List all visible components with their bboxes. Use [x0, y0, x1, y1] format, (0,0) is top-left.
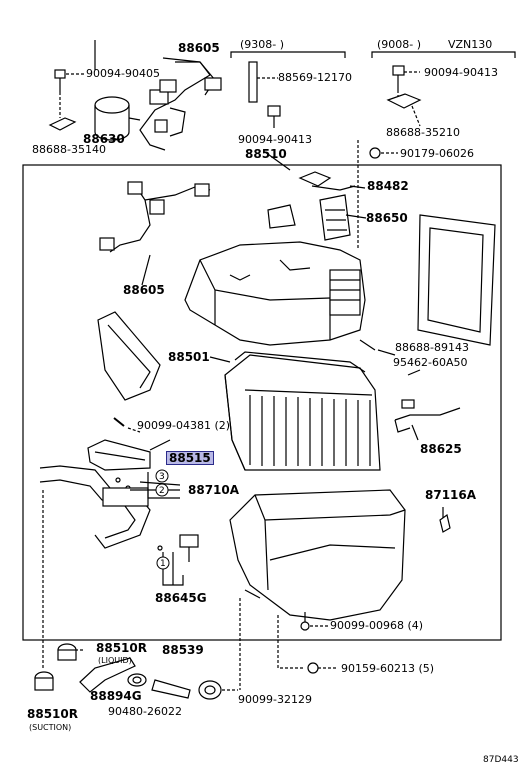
label-88510r-liquid: 88510R — [96, 641, 147, 655]
label-90099-00968: 90099-00968 (4) — [330, 619, 424, 632]
bracket-9008 — [371, 51, 516, 58]
main-assembly-frame — [22, 164, 502, 641]
motor-icon — [94, 96, 141, 141]
clip-87116a-icon — [439, 513, 451, 533]
screw-60213-icon — [307, 662, 338, 674]
evaporator-core-icon — [224, 351, 381, 471]
bracket-88482-icon — [298, 171, 332, 187]
label-90179-06026: 90179-06026 — [400, 147, 474, 160]
label-90094-90413-mid: 90094-90413 — [238, 133, 312, 146]
figure-code: 87D443 — [483, 755, 519, 765]
label-88605-mid: 88605 — [123, 283, 165, 297]
screw-00968-icon — [300, 612, 328, 631]
label-9308: (9308- ) — [240, 38, 285, 51]
label-88569-12170: 88569-12170 — [278, 71, 352, 84]
bracket-clip-icon — [48, 117, 77, 131]
screw-mid-icon — [267, 105, 281, 128]
bracket-9308 — [230, 51, 346, 58]
gasket-frame-icon — [417, 214, 496, 346]
callout-1: 1 — [160, 559, 166, 569]
sensor-rod-icon — [248, 61, 258, 103]
label-90099-32129: 90099-32129 — [238, 693, 312, 706]
label-87116a: 87116A — [425, 488, 477, 502]
label-88482: 88482 — [367, 179, 409, 193]
clip-right-icon — [386, 93, 422, 109]
label-88510: 88510 — [245, 147, 287, 161]
label-vzn130: VZN130 — [448, 38, 493, 51]
callout-3: 3 — [159, 472, 165, 482]
label-liquid: (LIQUID) — [98, 656, 132, 665]
plug-88510r-liquid-icon — [57, 643, 77, 661]
screw-icon — [54, 69, 85, 92]
callout-circle-1 — [156, 556, 170, 570]
label-suction: (SUCTION) — [29, 723, 72, 732]
label-90099-04381: 90099-04381 (2) — [137, 419, 231, 432]
label-88688-35140: 88688-35140 — [32, 143, 106, 156]
callout-circle-3 — [155, 469, 169, 483]
duct-pipe-icon — [97, 311, 161, 401]
drain-88539-icon — [151, 679, 191, 699]
evaporator-upper-case-icon — [184, 241, 366, 346]
label-88515-highlighted[interactable]: 88515 — [166, 451, 214, 465]
hose-88894g-icon — [79, 657, 136, 693]
pressure-switch-icon — [179, 534, 199, 562]
label-88539: 88539 — [162, 643, 204, 657]
plug-88510r-suction-icon — [34, 671, 54, 691]
label-90094-90405: 90094-90405 — [86, 67, 160, 80]
label-88501: 88501 — [168, 350, 210, 364]
label-90094-90413-right: 90094-90413 — [424, 66, 498, 79]
evaporator-lower-case-icon — [229, 489, 406, 621]
bolt-04381-icon — [113, 417, 125, 427]
label-88630: 88630 — [83, 132, 125, 146]
label-88645g: 88645G — [155, 591, 207, 605]
grommet-32129-icon — [198, 680, 222, 700]
label-88650: 88650 — [366, 211, 408, 225]
screw-right-icon — [392, 65, 420, 90]
label-88710a: 88710A — [188, 483, 240, 497]
label-88605-top: 88605 — [178, 41, 220, 55]
label-90480-26022: 90480-26022 — [108, 705, 182, 718]
thermistor-88625-icon — [394, 399, 461, 433]
label-95462-60a50: 95462-60A50 — [393, 356, 468, 369]
callout-circle-2 — [155, 483, 169, 497]
label-88894g: 88894G — [90, 689, 142, 703]
label-88688-89143: 88688-89143 — [395, 341, 469, 354]
o-ring-3-icon — [115, 477, 121, 483]
callout-2: 2 — [159, 486, 165, 496]
label-88510r-suction: 88510R — [27, 707, 78, 721]
label-88688-35210: 88688-35210 — [386, 126, 460, 139]
nut-icon — [369, 147, 381, 159]
clip-88650-icon — [267, 204, 296, 229]
label-90159-60213: 90159-60213 (5) — [341, 662, 435, 675]
expansion-valve-icon — [87, 439, 151, 471]
label-9008: (9008- ) — [377, 38, 422, 51]
wire-harness-mid-icon — [99, 181, 211, 253]
liquid-pipe-icon — [39, 465, 151, 549]
label-88625: 88625 — [420, 442, 462, 456]
amplifier-88650-icon — [319, 194, 351, 241]
wire-harness-top-icon — [139, 61, 222, 151]
grommet-90480-icon — [127, 673, 147, 687]
